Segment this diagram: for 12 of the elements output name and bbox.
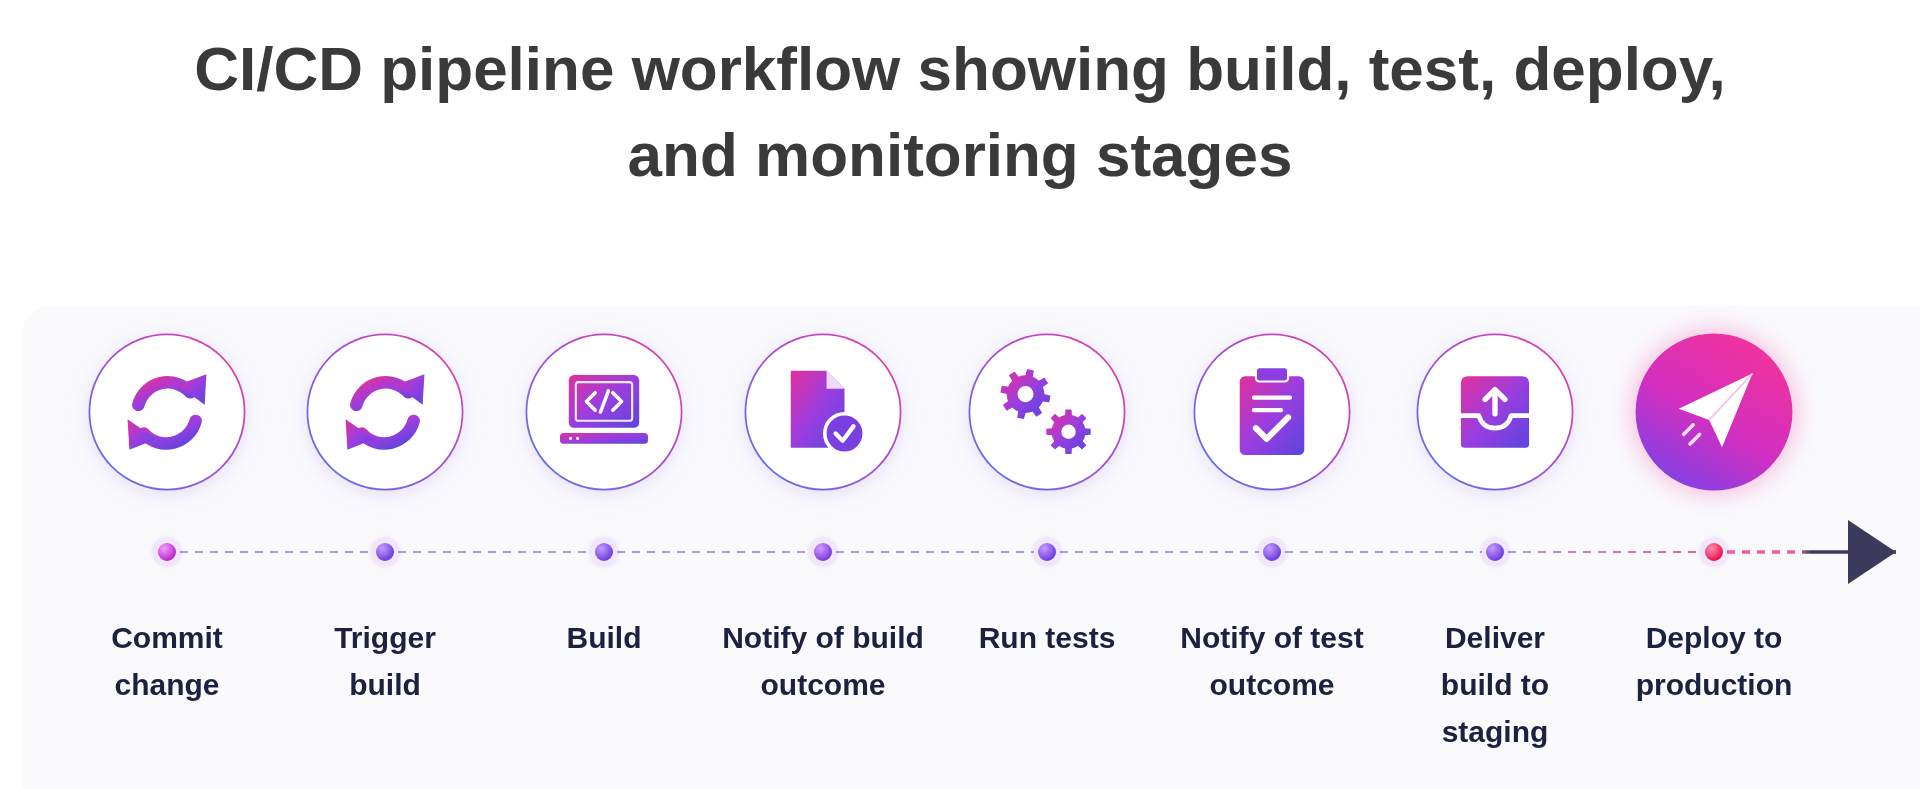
step-label: Notify of build outcome: [721, 620, 925, 703]
step-label: Trigger build: [333, 620, 437, 703]
step-label: Run tests: [977, 620, 1117, 656]
title: CI/CD pipeline workflow showing build, test, deploy, and monitoring stages: [193, 33, 1727, 191]
step-label: Build: [565, 620, 643, 656]
step-label: Deploy to production: [1634, 620, 1794, 703]
dashed-connector: [835, 551, 1035, 553]
step-label: Deliver build to staging: [1439, 620, 1551, 750]
dashed-connector: [1059, 551, 1260, 553]
dashed-connector: [1284, 551, 1483, 553]
step-label: Commit change: [110, 620, 224, 703]
step-label: Notify of test outcome: [1179, 620, 1365, 703]
